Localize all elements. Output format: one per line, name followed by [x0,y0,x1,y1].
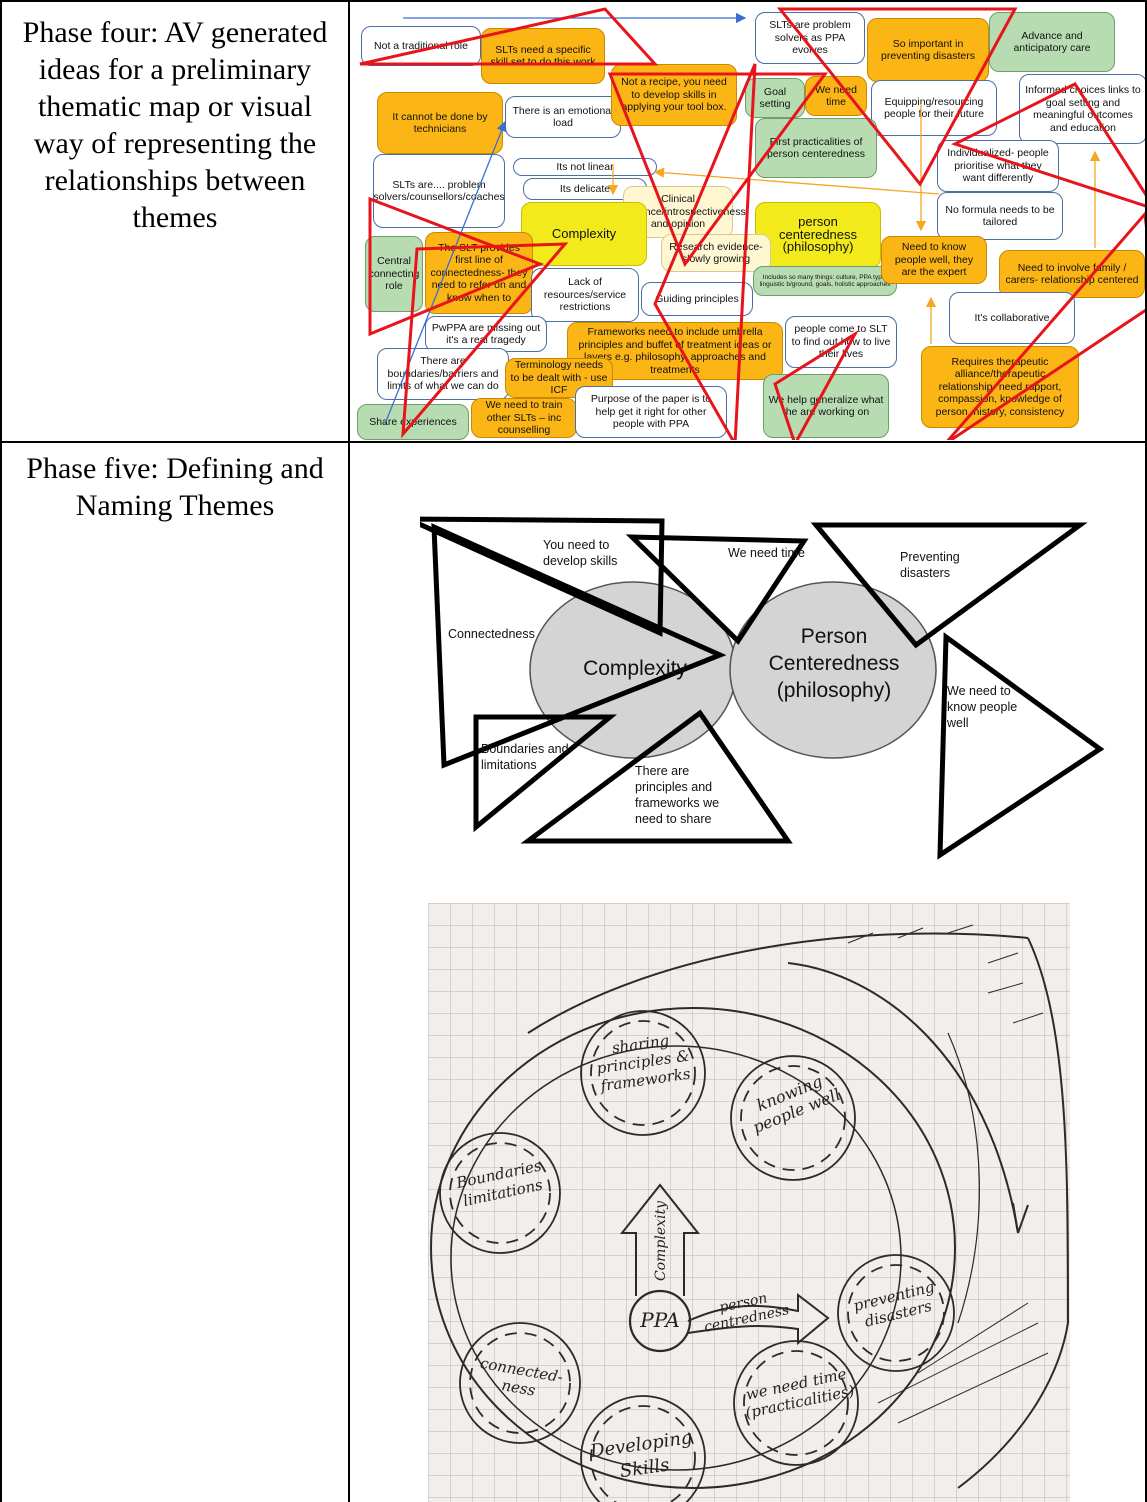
venn-person-centeredness-label: Person Centeredness (philosophy) [768,625,900,702]
map-note: Lack of resources/service restrictions [531,268,639,322]
map-note: There are boundaries/barriers and limits… [377,348,509,400]
map-note: We need time [805,76,867,116]
sketch-complexity-arrow-label: Complexity [653,1200,669,1282]
venn-shapes [420,516,1105,860]
map-note: Its not linear [513,158,657,176]
venn-know-people-label: We need to know people well [947,684,1018,730]
map-note: Not a traditional role [361,26,481,66]
map-note: Purpose of the paper is to help get it r… [575,386,727,438]
map-note: Informed choices links to goal setting a… [1019,74,1145,144]
map-note: Central connecting role [365,236,423,312]
venn-complexity-label: Complexity [583,657,687,680]
map-note: The SLT provides first line of connected… [425,232,533,314]
map-note: It cannot be done by technicians [377,92,503,154]
venn-connectedness-label: Connectedness [448,627,535,641]
sketch-ppa-label: PPA [640,1308,680,1332]
venn-diagram: Complexity Person Centeredness (philosop… [420,505,1120,865]
map-note: We help generalize what the are working … [763,374,889,438]
venn-principles-label: There are principles and frameworks we n… [635,764,720,826]
map-note: SLTs are problem solvers as PPA evolves [755,12,865,64]
gears [439,1010,955,1502]
map-note: person centeredness (philosophy) [755,202,881,268]
hand-drawn-sketch-photo: sharing principles & frameworks knowing … [428,903,1070,1502]
map-note: Research evidence- slowly growing [661,234,771,272]
map-note: Not a recipe, you need to develop skills… [611,64,737,126]
map-note: Goal setting [745,78,805,118]
table-border-left [0,0,2,1502]
preliminary-thematic-map: Not a traditional role SLTs need a speci… [355,4,1145,440]
map-note: Guiding principles [641,282,753,316]
map-note: Need to involve family / carers- relatio… [999,250,1145,298]
map-note: Complexity [521,202,647,266]
map-note: SLTs are.... problem solvers/counsellors… [373,154,505,228]
venn-boundaries-label: Boundaries and limitations [481,742,569,772]
venn-skills-label: You need to develop skills [543,538,618,568]
map-note: Equipping/resourcing people for their fu… [871,80,997,136]
table-row-divider [0,441,1147,443]
sketch-drawing [428,903,1070,1502]
venn-time-label: We need time [728,546,805,560]
map-note: First practicalities of person centeredn… [755,118,877,178]
map-note: Need to know people well, they are the e… [881,236,987,284]
table-column-divider [348,0,350,1502]
table-border-top [0,0,1147,2]
map-note: Requires therapeutic alliance/therapeuti… [921,346,1079,428]
map-note: SLTs need a specific skill set to do thi… [481,28,605,84]
phase-five-label: Phase five: Defining and Naming Themes [26,452,324,522]
table-border-right [1145,0,1147,1502]
map-note: Includes so many things: culture, PPA ty… [753,266,897,296]
map-note: It's collaborative [949,292,1075,344]
map-note: So important in preventing disasters [867,18,989,82]
map-note: Advance and anticipatory care [989,12,1115,72]
map-note: people come to SLT to find out how to li… [785,316,897,368]
phase-four-label: Phase four: AV generated ideas for a pre… [22,16,328,234]
map-note: No formula needs to be tailored [937,192,1063,240]
map-note: Share experiences [357,404,469,440]
venn-disasters-label: Preventing disasters [900,550,960,580]
map-note: PwPPA are missing out it's a real traged… [425,316,547,352]
map-note: We need to train other SLTs – inc counse… [471,398,577,438]
map-note: Individualized- people prioritise what t… [937,140,1059,192]
map-note: There is an emotional load [505,96,621,138]
